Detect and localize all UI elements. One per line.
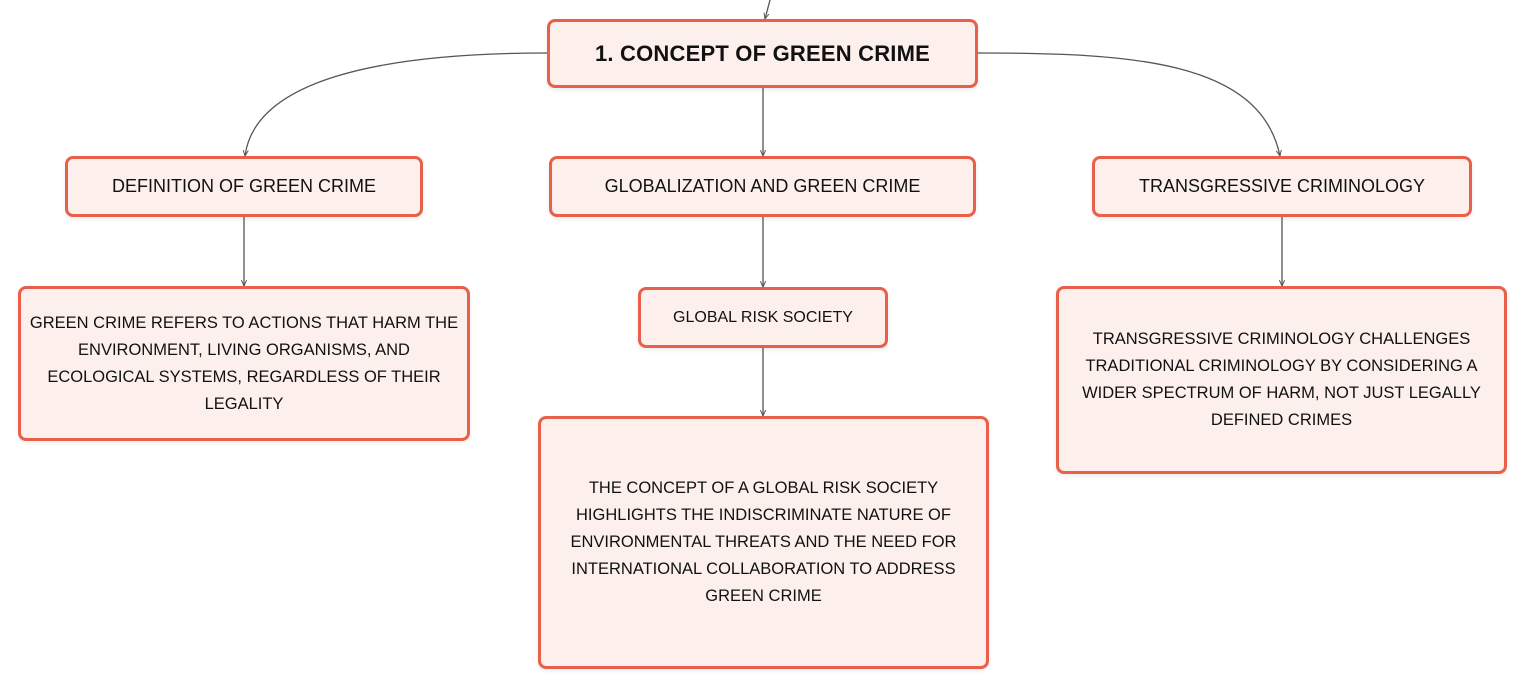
- topic-node-transgressive[interactable]: TRANSGRESSIVE CRIMINOLOGY: [1092, 156, 1472, 217]
- detail-node-text: TRANSGRESSIVE CRIMINOLOGY CHALLENGES TRA…: [1082, 330, 1481, 429]
- root-node[interactable]: 1. CONCEPT OF GREEN CRIME: [547, 19, 978, 88]
- subtopic-node-label: GLOBAL RISK SOCIETY: [673, 308, 853, 326]
- topic-node-label: GLOBALIZATION AND GREEN CRIME: [604, 176, 921, 196]
- topic-node-globalization[interactable]: GLOBALIZATION AND GREEN CRIME: [549, 156, 976, 217]
- topic-node-label: TRANSGRESSIVE CRIMINOLOGY: [1138, 176, 1426, 196]
- detail-node-global-risk-society[interactable]: THE CONCEPT OF A GLOBAL RISK SOCIETY HIG…: [538, 416, 989, 669]
- connector-root-to-transgressive: [977, 52, 1280, 156]
- detail-node-text: THE CONCEPT OF A GLOBAL RISK SOCIETY HIG…: [570, 479, 957, 605]
- detail-node-transgressive[interactable]: TRANSGRESSIVE CRIMINOLOGY CHALLENGES TRA…: [1056, 286, 1507, 474]
- topic-node-definition[interactable]: DEFINITION OF GREEN CRIME: [65, 156, 423, 217]
- detail-node-definition[interactable]: GREEN CRIME REFERS TO ACTIONS THAT HARM …: [18, 286, 470, 441]
- detail-node-text: GREEN CRIME REFERS TO ACTIONS THAT HARM …: [29, 313, 459, 413]
- root-node-label: 1. CONCEPT OF GREEN CRIME: [594, 40, 931, 66]
- topic-node-label: DEFINITION OF GREEN CRIME: [111, 176, 376, 196]
- connector-root-to-definition: [245, 52, 548, 156]
- subtopic-node-global-risk-society[interactable]: GLOBAL RISK SOCIETY: [638, 287, 888, 348]
- connector-incoming: [765, 0, 771, 19]
